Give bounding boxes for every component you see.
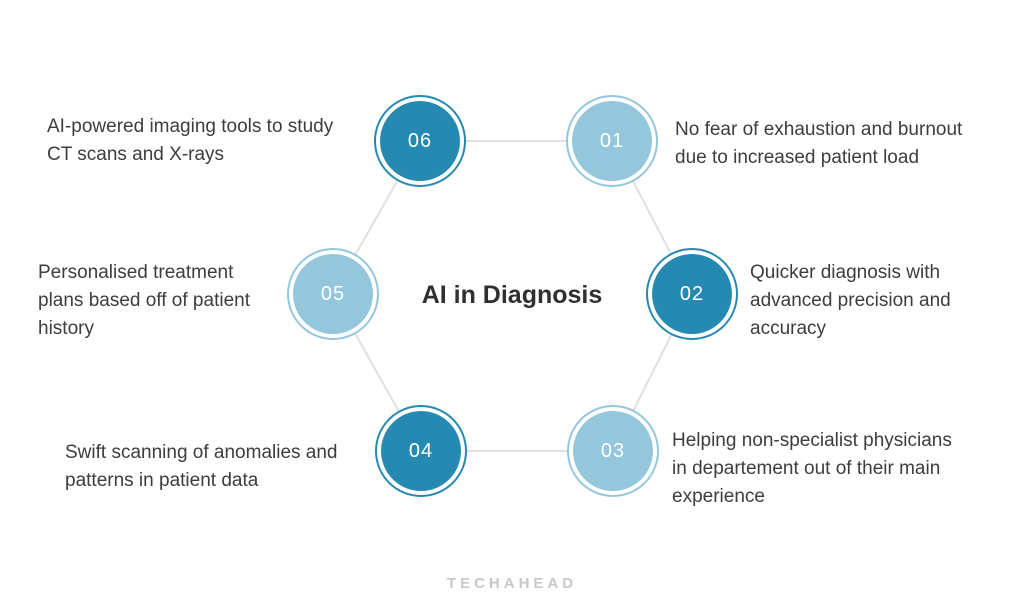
node-description-06: AI-powered imaging tools to study CT sca… bbox=[47, 116, 334, 165]
diagram-title: AI in Diagnosis bbox=[421, 281, 603, 309]
node-number-06: 06 bbox=[380, 101, 460, 181]
node-number-02: 02 bbox=[652, 254, 732, 334]
node-description-01: No fear of exhaustion and burnout due to… bbox=[675, 119, 963, 168]
node-number-03: 03 bbox=[573, 411, 653, 491]
node-circle-02: 02 bbox=[646, 248, 738, 340]
node-circle-06: 06 bbox=[374, 95, 466, 187]
node-circle-01: 01 bbox=[566, 95, 658, 187]
node-circle-05: 05 bbox=[287, 248, 379, 340]
node-circle-04: 04 bbox=[375, 405, 467, 497]
node-number-05: 05 bbox=[293, 254, 373, 334]
node-description-03: Helping non-specialist physicians in dep… bbox=[672, 430, 952, 507]
node-number-04: 04 bbox=[381, 411, 461, 491]
node-description-02: Quicker diagnosis with advanced precisio… bbox=[750, 262, 951, 339]
node-description-05: Personalised treatment plans based off o… bbox=[38, 262, 250, 339]
brand-logo: TECHAHEAD bbox=[446, 575, 578, 592]
node-circle-03: 03 bbox=[567, 405, 659, 497]
node-number-01: 01 bbox=[572, 101, 652, 181]
node-description-04: Swift scanning of anomalies and patterns… bbox=[65, 442, 338, 491]
